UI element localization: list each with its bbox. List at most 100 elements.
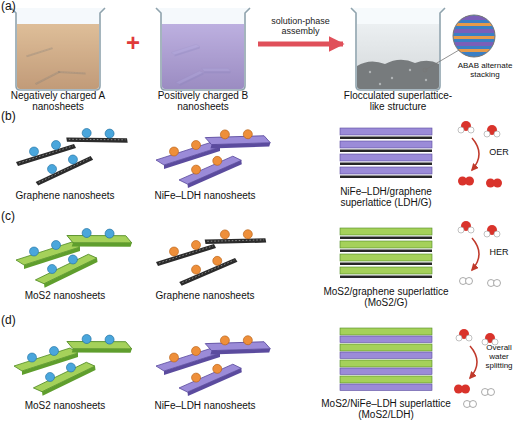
mos2-graphene-superlattice-part [340, 267, 432, 278]
graphene-sheets-part [16, 141, 76, 167]
mos2-sheets-part-part [30, 241, 61, 257]
ldh-sheets-part-part [219, 329, 253, 352]
her-reaction-part [460, 278, 473, 285]
oer-reaction-part [458, 177, 474, 186]
sheet-caption: Graphene nanosheets [145, 290, 265, 301]
beaker-a-part [11, 8, 105, 90]
beaker-node: Negatively charged A nanosheets [3, 4, 113, 112]
graphene-sheets-part-part [204, 222, 268, 260]
reaction-label: OER [482, 148, 516, 158]
ldh-sheets-part-part [156, 142, 220, 169]
mos2-sheets-part-part [64, 324, 133, 369]
stacking-inset-part [425, 50, 459, 70]
stacking-inset-part [423, 68, 427, 72]
mos2-sheets-part [64, 323, 134, 370]
mos2-sheets [14, 323, 134, 397]
ldh-sheets-part-part [203, 120, 272, 164]
water-splitting-reaction-part [456, 329, 472, 341]
reaction-label: HER [482, 248, 516, 258]
stacking-inset-part [453, 15, 495, 57]
mos2-sheets-part [31, 360, 98, 397]
assembly-arrow [258, 42, 343, 47]
ldh-sheets-part-part [219, 123, 253, 146]
beaker-a [11, 8, 105, 90]
beaker-node: Positively charged B nanosheets [148, 4, 258, 112]
superlattice-caption: MoS2/NiFe–LDH superlattice (MoS2/LDH) [321, 398, 451, 420]
ldh-sheets-part-part [203, 326, 272, 370]
ldh-sheets [156, 119, 272, 189]
stacking-inset-part-part [450, 16, 500, 20]
panel-label: (a) [1, 0, 31, 13]
stacking-inset-part [450, 14, 500, 58]
graphene-sheets-part [177, 254, 239, 286]
node-caption: Flocculated superlattice-like structure [343, 90, 453, 112]
node-caption: Positively charged B nanosheets [148, 90, 258, 112]
mos2-ldh-superlattice-part [340, 328, 432, 343]
graphene-sheets-part-part [16, 144, 76, 166]
graphene-sheets-part-part [33, 156, 95, 186]
mos2-ldh-superlattice-part [340, 344, 432, 359]
sheet-caption: NiFe–LDH nanosheets [145, 190, 265, 201]
graphene-sheets [156, 219, 268, 286]
stacking-inset-part-part [450, 14, 500, 58]
ldh-sheets-part [156, 141, 220, 170]
inset-label: ABAB alternate stacking [452, 62, 518, 80]
graphene-sheets-part-part [219, 223, 253, 246]
her-reaction-part [488, 280, 501, 287]
superlattice-caption: NiFe–LDH/graphene superlattice (LDH/G) [321, 186, 451, 208]
beaker-c [351, 8, 445, 90]
ldh-sheets-part [156, 347, 220, 376]
ldh-sheets-part-part [170, 347, 201, 363]
ldh-graphene-superlattice-part [340, 167, 432, 178]
graphene-sheets-part [156, 241, 216, 267]
ldh-sheets [156, 325, 272, 397]
superlattice-caption: MoS2/graphene superlattice (MoS2/G) [321, 286, 451, 308]
mos2-ldh-superlattice-part [340, 360, 432, 375]
mos2-sheets-part-part [46, 254, 79, 274]
mos2-ldh-superlattice [340, 328, 432, 391]
mos2-sheets-part-part [33, 253, 100, 289]
her-reaction-part [458, 221, 474, 233]
water-splitting-reaction-part [482, 389, 495, 396]
node-caption: Negatively charged A nanosheets [3, 90, 113, 112]
beaker-c-part [351, 8, 445, 90]
ldh-sheets-part [177, 362, 244, 397]
ldh-sheets-part [177, 154, 244, 189]
graphene-sheets-part-part [190, 256, 222, 275]
graphene-sheets-part-part [65, 120, 129, 159]
ldh-graphene-superlattice-part [340, 154, 432, 165]
oer-reaction-part [458, 121, 474, 133]
oer-reaction-part [486, 179, 502, 188]
water-splitting-reaction-part [454, 385, 470, 394]
reaction-label: Overall water splitting [478, 344, 520, 370]
plus-sign: + [118, 30, 148, 56]
graphene-sheets-part-part [177, 258, 239, 286]
mos2-ldh-superlattice-part [340, 376, 432, 391]
ldh-sheets-part [203, 119, 272, 164]
mos2-sheets-part-part [81, 327, 115, 351]
ldh-graphene-superlattice-part [340, 141, 432, 152]
sheet-caption: NiFe–LDH nanosheets [145, 400, 265, 411]
panel-label: (b) [1, 110, 31, 123]
stacking-inset-part-part [450, 36, 500, 39]
ldh-sheets-part-part [170, 141, 201, 157]
stacking-inset-part-part [450, 29, 500, 33]
mos2-sheets-part-part [81, 221, 115, 245]
ldh-graphene-superlattice-part [340, 128, 432, 139]
ldh-sheets-part-part [177, 155, 243, 189]
mos2-graphene-superlattice-part [340, 254, 432, 265]
ldh-sheets-part-part [190, 364, 222, 383]
graphene-sheets-part-part [170, 241, 201, 257]
water-splitting-reaction-part [464, 401, 477, 408]
sheet-caption: MoS2 nanosheets [5, 400, 125, 411]
mos2-sheets-part-part [44, 362, 77, 382]
graphene-sheets-part-part [30, 141, 61, 157]
oer-reaction-part [484, 125, 500, 137]
ldh-sheets-part-part [190, 156, 222, 175]
mos2-graphene-superlattice [340, 228, 432, 278]
her-reaction-part [472, 238, 479, 270]
her-reaction-part [484, 225, 500, 237]
graphene-sheets-part-part [46, 154, 79, 174]
beaker-node: Flocculated superlattice-like structure [343, 4, 453, 112]
